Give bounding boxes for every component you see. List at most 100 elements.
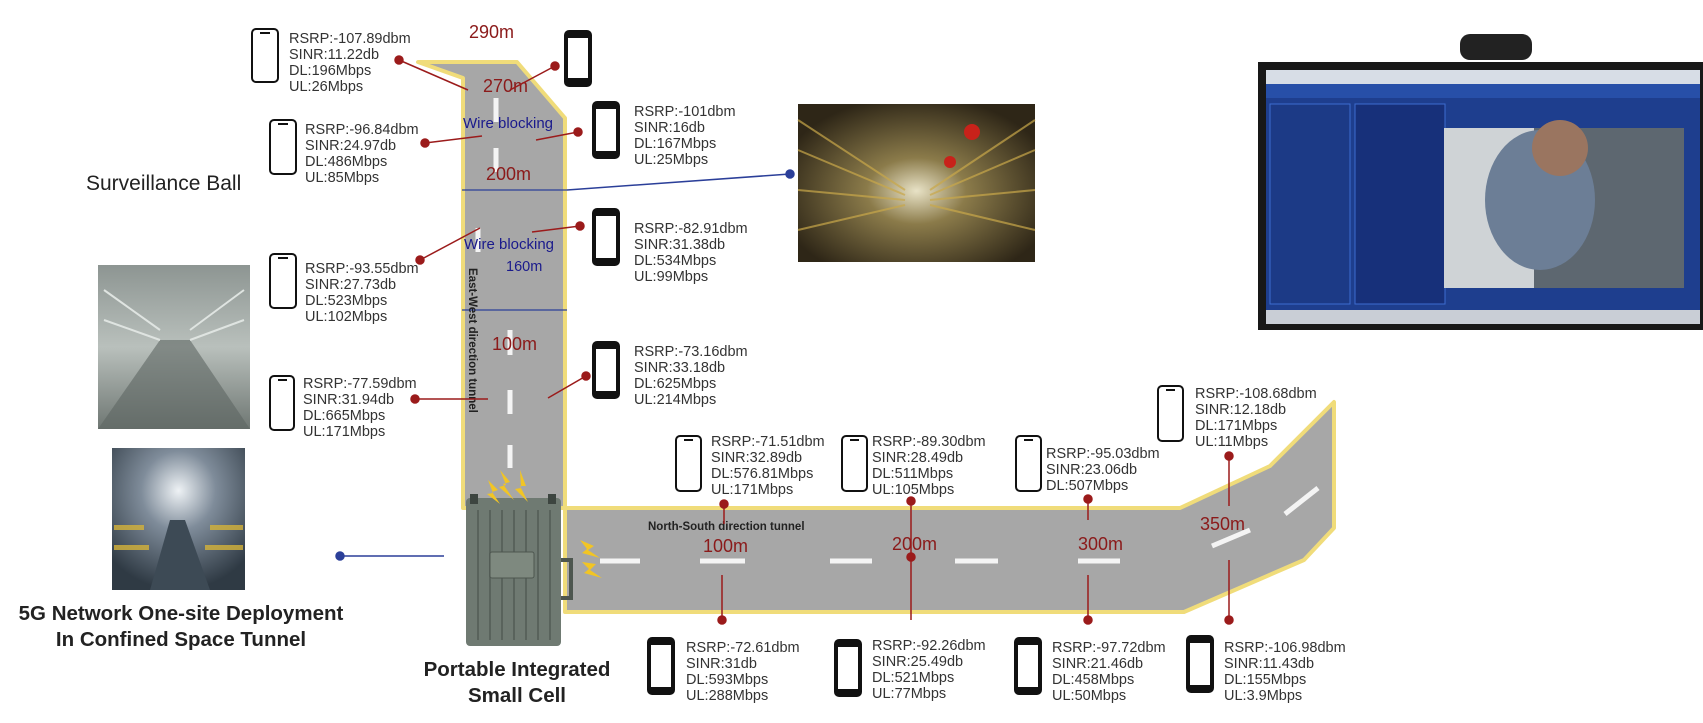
svg-text:UL:171Mbps: UL:171Mbps (711, 482, 793, 498)
svg-text:DL:534Mbps: DL:534Mbps (634, 253, 716, 269)
svg-text:UL:50Mbps: UL:50Mbps (1052, 688, 1126, 704)
measurement-connectors (394, 55, 1234, 625)
svg-text:SINR:24.97db: SINR:24.97db (305, 138, 396, 154)
svg-text:RSRP:-73.16dbm: RSRP:-73.16dbm (634, 344, 748, 360)
measurement-10: RSRP:-108.68dbm SINR:12.18db DL:171Mbps … (1195, 386, 1317, 450)
svg-text:SINR:31db: SINR:31db (686, 656, 757, 672)
svg-text:SINR:31.38db: SINR:31.38db (634, 237, 725, 253)
svg-text:DL:486Mbps: DL:486Mbps (305, 154, 387, 170)
measurement-12: RSRP:-92.26dbm SINR:25.49db DL:521Mbps U… (872, 638, 986, 702)
measurement-7: RSRP:-71.51dbm SINR:32.89db DL:576.81Mbp… (711, 434, 825, 498)
svg-text:UL:171Mbps: UL:171Mbps (303, 424, 385, 440)
phone-icon (564, 30, 592, 87)
phone-icon (841, 435, 868, 492)
svg-text:SINR:11.43db: SINR:11.43db (1224, 656, 1314, 672)
svg-text:DL:625Mbps: DL:625Mbps (634, 376, 716, 392)
phone-icon (1014, 637, 1042, 695)
svg-text:UL:102Mbps: UL:102Mbps (305, 309, 387, 325)
phone-icon (269, 119, 297, 175)
svg-text:RSRP:-95.03dbm: RSRP:-95.03dbm (1046, 446, 1160, 462)
svg-text:DL:507Mbps: DL:507Mbps (1046, 478, 1128, 494)
page-title-line2: In Confined Space Tunnel (56, 628, 306, 651)
svg-text:SINR:25.49db: SINR:25.49db (872, 654, 963, 670)
svg-text:RSRP:-97.72dbm: RSRP:-97.72dbm (1052, 640, 1166, 656)
phone-icon (1157, 385, 1184, 442)
svg-text:DL:521Mbps: DL:521Mbps (872, 670, 954, 686)
svg-text:SINR:11.22db: SINR:11.22db (289, 47, 379, 63)
ns-distance-200: 200m (892, 534, 937, 554)
ew-distance-270: 270m (483, 76, 528, 96)
ns-distance-labels: 100m 200m 300m 350m (703, 514, 1245, 556)
svg-text:DL:593Mbps: DL:593Mbps (686, 672, 768, 688)
svg-text:SINR:12.18db: SINR:12.18db (1195, 402, 1286, 418)
signal-burst-icon (487, 470, 602, 578)
measurement-9: RSRP:-95.03dbm SINR:23.06db DL:507Mbps (1046, 446, 1160, 494)
svg-text:UL:11Mbps: UL:11Mbps (1195, 434, 1268, 450)
phone-icon (1186, 635, 1214, 693)
photo-link-lines (335, 169, 795, 561)
svg-text:UL:105Mbps: UL:105Mbps (872, 482, 954, 498)
tunnel-cable-photo (797, 104, 1036, 262)
device-label-line2: Small Cell (468, 684, 566, 707)
svg-text:RSRP:-101dbm: RSRP:-101dbm (634, 104, 736, 120)
svg-text:RSRP:-89.30dbm: RSRP:-89.30dbm (872, 434, 986, 450)
svg-text:DL:576.81Mbps: DL:576.81Mbps (711, 466, 813, 482)
measurement-2: RSRP:-93.55dbm SINR:27.73db DL:523Mbps U… (305, 261, 419, 325)
svg-text:UL:85Mbps: UL:85Mbps (305, 170, 379, 186)
ew-tunnel-label: East-West direction tunnel (466, 268, 478, 413)
svg-text:DL:523Mbps: DL:523Mbps (305, 293, 387, 309)
svg-text:DL:171Mbps: DL:171Mbps (1195, 418, 1277, 434)
measurement-13: RSRP:-97.72dbm SINR:21.46db DL:458Mbps U… (1052, 640, 1166, 704)
phone-icon (592, 101, 620, 159)
measurement-4: RSRP:-101dbm SINR:16db DL:167Mbps UL:25M… (634, 104, 736, 168)
svg-text:SINR:16db: SINR:16db (634, 120, 705, 136)
svg-text:DL:458Mbps: DL:458Mbps (1052, 672, 1134, 688)
svg-text:RSRP:-77.59dbm: RSRP:-77.59dbm (303, 376, 417, 392)
svg-text:RSRP:-92.26dbm: RSRP:-92.26dbm (872, 638, 986, 654)
wire-blocking-label-2: Wire blocking (464, 236, 554, 253)
phone-icon (269, 253, 297, 309)
svg-text:RSRP:-107.89dbm: RSRP:-107.89dbm (289, 31, 411, 47)
ew-distance-100: 100m (492, 334, 537, 354)
ew-distance-290: 290m (469, 22, 514, 42)
phone-icon (834, 639, 862, 697)
portable-small-cell-device (466, 494, 573, 646)
svg-text:SINR:31.94db: SINR:31.94db (303, 392, 394, 408)
svg-text:UL:288Mbps: UL:288Mbps (686, 688, 768, 704)
svg-text:UL:26Mbps: UL:26Mbps (289, 79, 363, 95)
svg-text:UL:99Mbps: UL:99Mbps (634, 269, 708, 285)
north-south-tunnel (563, 400, 1336, 614)
phone-icon (647, 637, 675, 695)
measurement-blocks: RSRP:-107.89dbm SINR:11.22db DL:196Mbps … (289, 31, 1346, 704)
page-title-line1: 5G Network One-site Deployment (19, 602, 344, 625)
svg-text:SINR:21.46db: SINR:21.46db (1052, 656, 1143, 672)
svg-text:RSRP:-108.68dbm: RSRP:-108.68dbm (1195, 386, 1317, 402)
phone-icons (251, 28, 1214, 697)
svg-text:RSRP:-72.61dbm: RSRP:-72.61dbm (686, 640, 800, 656)
svg-text:SINR:27.73db: SINR:27.73db (305, 277, 396, 293)
svg-text:RSRP:-82.91dbm: RSRP:-82.91dbm (634, 221, 748, 237)
svg-text:DL:155Mbps: DL:155Mbps (1224, 672, 1306, 688)
svg-text:RSRP:-106.98dbm: RSRP:-106.98dbm (1224, 640, 1346, 656)
surveillance-ball-label: Surveillance Ball (86, 172, 241, 195)
svg-text:RSRP:-71.51dbm: RSRP:-71.51dbm (711, 434, 825, 450)
svg-text:UL:77Mbps: UL:77Mbps (872, 686, 946, 702)
svg-text:DL:196Mbps: DL:196Mbps (289, 63, 371, 79)
phone-icon (675, 435, 702, 492)
utility-tunnel-photo (112, 448, 245, 590)
svg-text:SINR:23.06db: SINR:23.06db (1046, 462, 1137, 478)
phone-icon (1015, 435, 1042, 492)
ns-distance-100: 100m (703, 536, 748, 556)
wire-blocking-label-1: Wire blocking (463, 115, 553, 132)
measurement-6: RSRP:-73.16dbm SINR:33.18db DL:625Mbps U… (634, 344, 748, 408)
measurement-3: RSRP:-77.59dbm SINR:31.94db DL:665Mbps U… (303, 376, 417, 440)
measurement-0: RSRP:-107.89dbm SINR:11.22db DL:196Mbps … (289, 31, 411, 95)
measurement-8: RSRP:-89.30dbm SINR:28.49db DL:511Mbps U… (872, 434, 986, 498)
ew-distance-200: 200m (486, 164, 531, 184)
svg-text:SINR:33.18db: SINR:33.18db (634, 360, 725, 376)
measurement-1: RSRP:-96.84dbm SINR:24.97db DL:486Mbps U… (305, 122, 419, 186)
phone-icon (592, 208, 620, 266)
ew-distance-160: 160m (506, 259, 542, 275)
svg-text:SINR:28.49db: SINR:28.49db (872, 450, 963, 466)
